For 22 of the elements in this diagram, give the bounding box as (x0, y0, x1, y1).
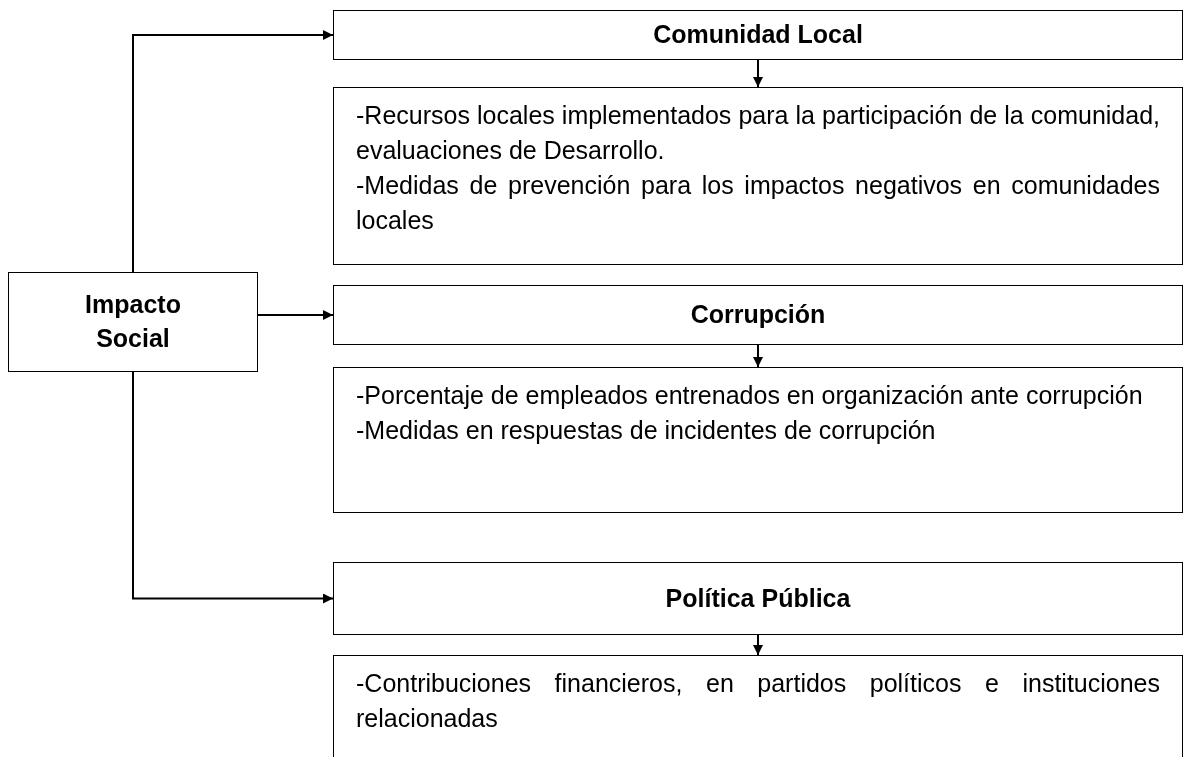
arrow (257, 310, 334, 320)
arrow (753, 344, 763, 368)
heading-box (333, 562, 1183, 635)
description-text: -Contribuciones financieros, en partidos políticos e instituciones relacionadas (356, 668, 1160, 734)
heading-box (8, 272, 258, 372)
arrow (132, 30, 334, 273)
description-text: -Recursos locales implementados para la participación de la comunidad, evaluaciones de Desarrollo. (356, 100, 1160, 166)
arrow (132, 371, 334, 604)
heading-text: Comunidad Local (653, 19, 863, 51)
description-text: -Medidas en respuestas de incidentes de corrupción (356, 415, 937, 446)
description-box (333, 87, 1183, 265)
heading-box (333, 10, 1183, 60)
arrow (753, 59, 763, 88)
heading-box (333, 285, 1183, 345)
heading-text: Impacto Social (84, 289, 182, 354)
heading-text: Política Pública (665, 582, 851, 614)
description-box (333, 655, 1183, 757)
heading-text: Corrupción (690, 299, 826, 331)
description-box (333, 367, 1183, 513)
description-text: -Porcentaje de empleados entrenados en organización ante corrupción (356, 380, 1144, 411)
description-text: -Medidas de prevención para los impactos negativos en comunidades locales (356, 170, 1160, 236)
arrow (753, 634, 763, 656)
